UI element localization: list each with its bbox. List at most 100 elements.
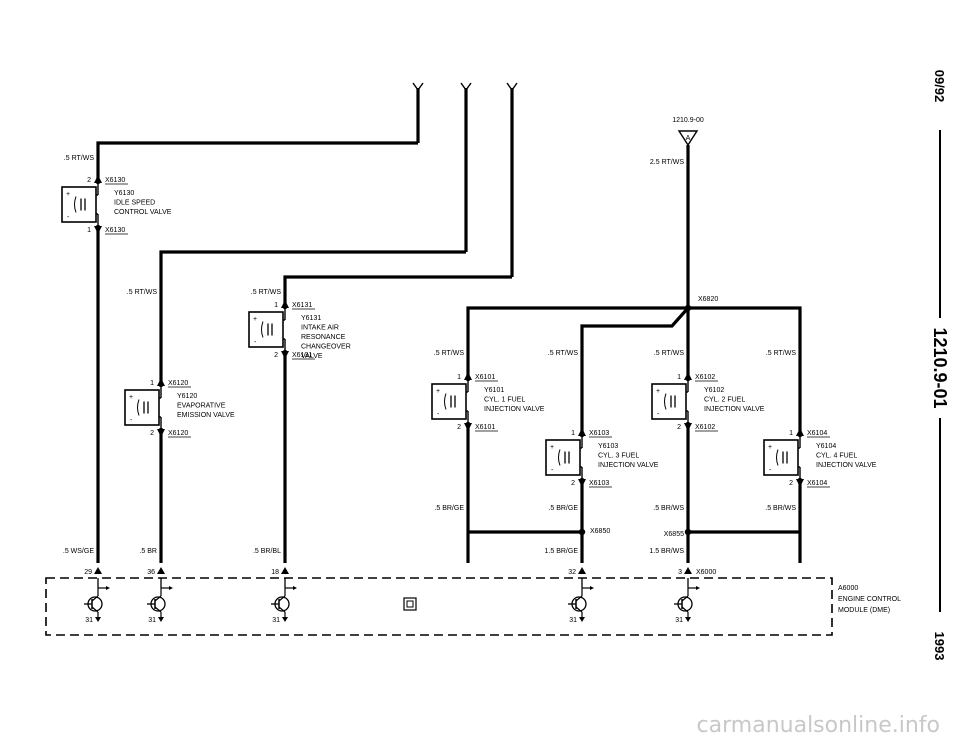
svg-text:Y6130: Y6130 bbox=[114, 190, 134, 197]
svg-text:CYL. 3 FUEL: CYL. 3 FUEL bbox=[598, 453, 639, 460]
solenoid-coil-icon bbox=[261, 321, 273, 338]
svg-text:EMISSION VALVE: EMISSION VALVE bbox=[177, 412, 235, 419]
solenoid-coil-icon bbox=[776, 449, 788, 466]
ground-label: 31 bbox=[148, 617, 156, 624]
svg-text:Y6102: Y6102 bbox=[704, 387, 724, 394]
splice-dots bbox=[578, 304, 692, 536]
svg-text:Y6104: Y6104 bbox=[816, 443, 836, 450]
minus-sign: - bbox=[551, 467, 554, 474]
solenoid-coil-icon bbox=[664, 393, 676, 410]
plus-sign: + bbox=[768, 444, 772, 451]
minus-sign: - bbox=[130, 417, 133, 424]
svg-text:29: 29 bbox=[84, 569, 92, 576]
svg-text:CYL. 4 FUEL: CYL. 4 FUEL bbox=[816, 453, 857, 460]
svg-text:2: 2 bbox=[789, 480, 793, 487]
svg-text:X6103: X6103 bbox=[589, 430, 609, 437]
svg-text:X6102: X6102 bbox=[695, 424, 715, 431]
reference-marker: A 1210.9-00 2.5 RT/WS bbox=[650, 117, 704, 166]
svg-text:.5 RT/WS: .5 RT/WS bbox=[434, 350, 465, 357]
minus-sign: - bbox=[254, 339, 257, 346]
svg-text:X6850: X6850 bbox=[590, 528, 610, 535]
svg-text:CYL. 2 FUEL: CYL. 2 FUEL bbox=[704, 397, 745, 404]
svg-text:18: 18 bbox=[271, 569, 279, 576]
svg-text:1: 1 bbox=[87, 227, 91, 234]
svg-text:1: 1 bbox=[677, 374, 681, 381]
svg-text:INJECTION VALVE: INJECTION VALVE bbox=[598, 462, 659, 469]
svg-text:Y6103: Y6103 bbox=[598, 443, 618, 450]
connector-arrow-icon bbox=[281, 300, 289, 308]
svg-text:2.5 RT/WS: 2.5 RT/WS bbox=[650, 159, 684, 166]
connector-arrow-icon bbox=[684, 423, 692, 431]
watermark-text: carmanualsonline.info bbox=[697, 713, 940, 738]
svg-text:X6104: X6104 bbox=[807, 430, 827, 437]
margin-date: 09/92 bbox=[932, 70, 947, 103]
svg-text:.5 WS/GE: .5 WS/GE bbox=[63, 548, 94, 555]
wires bbox=[96, 88, 802, 563]
minus-sign: - bbox=[67, 214, 70, 221]
plus-sign: + bbox=[66, 191, 70, 198]
svg-text:X6102: X6102 bbox=[695, 374, 715, 381]
svg-text:3: 3 bbox=[678, 569, 682, 576]
dme-chip-icon bbox=[403, 597, 417, 611]
ground-icon bbox=[685, 617, 691, 622]
svg-text:MODULE (DME): MODULE (DME) bbox=[838, 607, 890, 614]
solenoid-coil-icon bbox=[558, 449, 570, 466]
svg-text:.5 BR: .5 BR bbox=[139, 548, 157, 555]
connector-arrow-icon bbox=[464, 372, 472, 380]
margin-doc-number: 1210.9-01 bbox=[930, 327, 950, 408]
svg-text:.5 RT/WS: .5 RT/WS bbox=[548, 350, 579, 357]
minus-sign: - bbox=[437, 411, 440, 418]
solenoid-coil-icon bbox=[137, 399, 149, 416]
svg-text:.5 RT/WS: .5 RT/WS bbox=[127, 289, 158, 296]
svg-text:2: 2 bbox=[87, 177, 91, 184]
svg-text:2: 2 bbox=[274, 352, 278, 359]
svg-text:.5 BR/WS: .5 BR/WS bbox=[653, 505, 684, 512]
svg-text:X6104: X6104 bbox=[807, 480, 827, 487]
svg-text:X6103: X6103 bbox=[589, 480, 609, 487]
transistor-driver-icon: 31 bbox=[271, 567, 297, 624]
solenoid-coil-icon bbox=[444, 393, 456, 410]
svg-text:.5 BR/GE: .5 BR/GE bbox=[434, 505, 464, 512]
svg-text:X6130: X6130 bbox=[105, 227, 125, 234]
connector-arrow-icon bbox=[796, 428, 804, 436]
page-margin: 09/92 1210.9-01 1993 bbox=[930, 70, 950, 661]
plus-sign: + bbox=[550, 444, 554, 451]
svg-text:32: 32 bbox=[568, 569, 576, 576]
margin-year: 1993 bbox=[932, 632, 947, 661]
ground-icon bbox=[95, 617, 101, 622]
plus-sign: + bbox=[253, 316, 257, 323]
svg-text:.5 BR/GE: .5 BR/GE bbox=[548, 505, 578, 512]
svg-text:1: 1 bbox=[571, 430, 575, 437]
ground-label: 31 bbox=[85, 617, 93, 624]
svg-text:A: A bbox=[686, 135, 691, 142]
svg-text:2: 2 bbox=[457, 424, 461, 431]
ground-icon bbox=[158, 617, 164, 622]
svg-text:.5 RT/WS: .5 RT/WS bbox=[64, 155, 95, 162]
minus-sign: - bbox=[769, 467, 772, 474]
svg-text:X6120: X6120 bbox=[168, 430, 188, 437]
ground-label: 31 bbox=[272, 617, 280, 624]
svg-text:2: 2 bbox=[150, 430, 154, 437]
connector-arrow-icon bbox=[94, 175, 102, 183]
svg-text:CHANGEOVER: CHANGEOVER bbox=[301, 344, 351, 351]
svg-text:CONTROL VALVE: CONTROL VALVE bbox=[114, 209, 172, 216]
dme-pins: 29 36 18 32 3 X6000 bbox=[84, 569, 716, 576]
svg-text:1: 1 bbox=[150, 380, 154, 387]
connector-arrow-icon bbox=[796, 479, 804, 487]
svg-text:A6000: A6000 bbox=[838, 585, 858, 592]
connector-arrow-icon bbox=[94, 226, 102, 234]
svg-text:X6101: X6101 bbox=[475, 424, 495, 431]
svg-text:Y6101: Y6101 bbox=[484, 387, 504, 394]
svg-text:X6130: X6130 bbox=[105, 177, 125, 184]
transistor-driver-icon: 31 bbox=[674, 567, 700, 624]
plus-sign: + bbox=[436, 388, 440, 395]
svg-text:X6820: X6820 bbox=[698, 296, 718, 303]
svg-text:RESONANCE: RESONANCE bbox=[301, 334, 346, 341]
svg-text:36: 36 bbox=[147, 569, 155, 576]
dme-module: A6000 ENGINE CONTROL MODULE (DME) bbox=[45, 577, 901, 636]
svg-text:ENGINE CONTROL: ENGINE CONTROL bbox=[838, 596, 901, 603]
